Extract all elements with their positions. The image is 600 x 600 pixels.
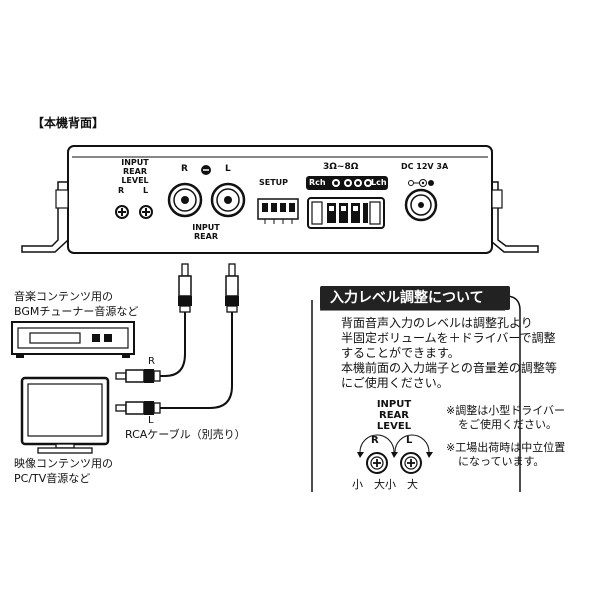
callout-text-line-3: することができます。 (341, 346, 460, 360)
cable-r-wire (160, 312, 186, 377)
polarity-plus2-icon (364, 179, 372, 187)
right-screw-tab (491, 189, 503, 209)
polarity-minus-icon (344, 179, 352, 187)
input-rear-label-1: INPUT (192, 223, 220, 232)
rca-plug-r-side-icon (115, 369, 161, 383)
callout-text-line-1: 背面音声入力のレベルは調整孔より (341, 316, 533, 330)
knob-r-label: R (371, 435, 379, 446)
level-r-label: R (118, 186, 125, 195)
dc-power-jack-icon (404, 188, 438, 222)
music-source-label-1: 音楽コンテンツ用の (14, 290, 113, 303)
level-knob-l-icon (394, 434, 433, 474)
callout-title: 入力レベル調整について (320, 286, 510, 310)
knob-label-rear: REAR (379, 410, 409, 421)
level-l-label: L (143, 186, 149, 195)
speaker-terminal-block-icon (307, 197, 385, 229)
dc-polarity-icon (408, 179, 434, 187)
tv-monitor-icon (20, 376, 110, 454)
rca-plug-r-top-icon (178, 263, 192, 313)
left-screw-tab (55, 189, 69, 209)
cable-r-label: R (148, 356, 155, 367)
speaker-impedance-label: 3Ω~8Ω (323, 162, 359, 172)
setup-dip-switch-icon (257, 198, 299, 224)
rca-plug-l-side-icon (115, 401, 161, 415)
video-source-label-2: PC/TV音源など (14, 472, 91, 485)
jack-l-label: L (225, 164, 231, 174)
jack-r-label: R (181, 164, 188, 174)
setup-label: SETUP (259, 178, 289, 187)
level-trimmer-r-icon (115, 205, 129, 219)
note1-line-2: をご使用ください。 (458, 418, 557, 431)
level-knob-r-icon (357, 434, 398, 474)
rca-jack-r-icon (167, 182, 203, 218)
level-trimmer-l-icon (139, 205, 153, 219)
note1-line-1: ※調整は小型ドライバー (446, 404, 565, 417)
note2-line-2: になっています。 (458, 455, 545, 468)
input-rear-level-label-1: INPUT (121, 158, 149, 167)
input-rear-level-label-3: LEVEL (121, 176, 149, 185)
knob-scale-label: 小 大小 大 (352, 478, 418, 491)
rca-plug-l-top-icon (225, 263, 239, 313)
callout-text-line-4: 本機前面の入力端子との音量差の調整等 (341, 361, 557, 375)
polarity-minus2-icon (354, 179, 362, 187)
rca-jack-l-icon (210, 182, 246, 218)
bgm-tuner-icon (11, 321, 135, 358)
section-title: 【本機背面】 (32, 116, 105, 130)
cable-l-wire (160, 312, 233, 409)
rch-label: Rch (309, 178, 326, 187)
ground-minus-icon (201, 165, 211, 175)
power-label: DC 12V 3A (401, 162, 449, 171)
input-rear-level-label-2: REAR (123, 167, 147, 176)
callout-text-line-2: 半固定ボリュームを＋ドライバーで調整 (341, 331, 556, 345)
knob-label-level: LEVEL (376, 421, 412, 432)
rca-cable-caption: RCAケーブル（別売り） (125, 428, 246, 441)
input-rear-label-2: REAR (194, 232, 218, 241)
note2-line-1: ※工場出荷時は中立位置 (446, 441, 566, 454)
lch-label: Lch (371, 178, 387, 187)
cable-l-label: L (148, 415, 154, 426)
knob-label-input: INPUT (376, 399, 412, 410)
polarity-plus-icon (332, 179, 340, 187)
music-source-label-2: BGMチューナー音源など (14, 305, 139, 318)
callout-text-line-5: にご使用ください。 (341, 376, 449, 390)
knob-l-label: L (406, 435, 413, 446)
video-source-label-1: 映像コンテンツ用の (14, 457, 113, 470)
